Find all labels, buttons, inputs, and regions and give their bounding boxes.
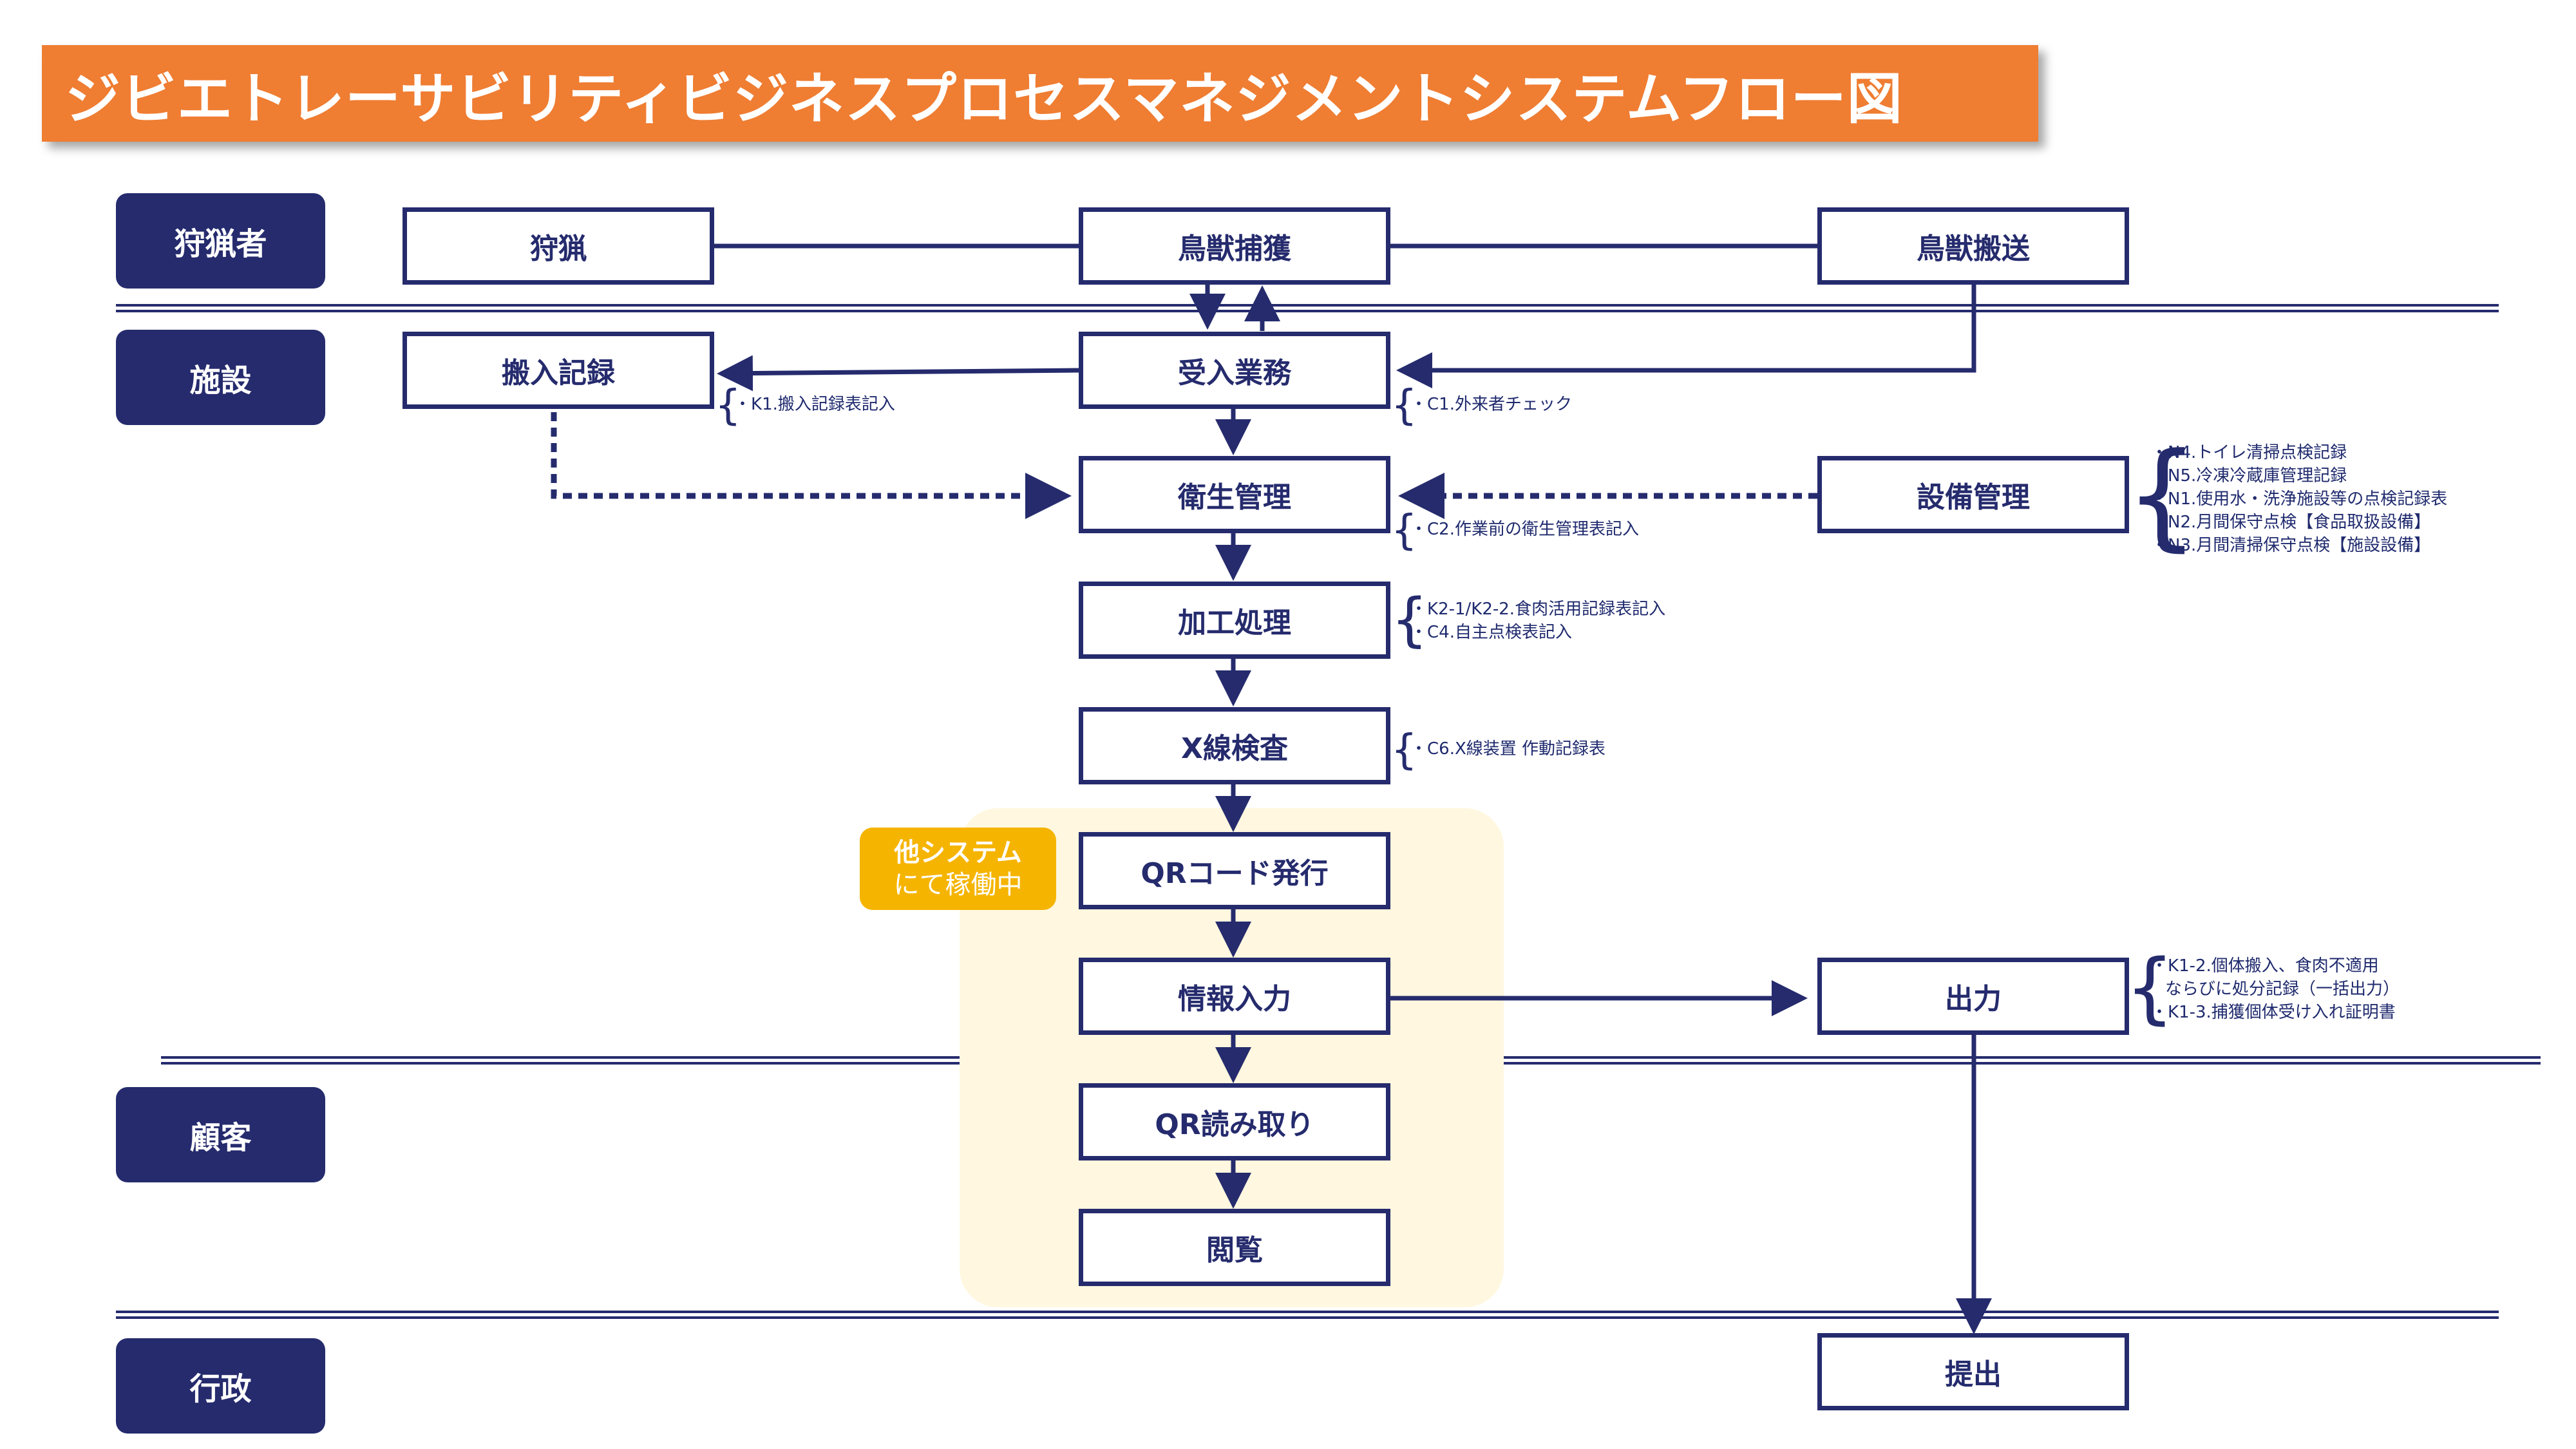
arrow-reception-intake [717, 355, 1079, 392]
lane-customer: 顧客 [116, 1087, 325, 1182]
note-item: C1.外来者チェック [1410, 393, 1572, 416]
node-view: 閲覧 [1079, 1209, 1390, 1286]
arrow-transport-reception [1396, 285, 1976, 388]
note-xray: C6.X線装置 作動記録表 [1410, 737, 1605, 761]
note-item: K1-2.個体搬入、食肉不適用 [2151, 954, 2400, 978]
lane-facility: 施設 [116, 330, 325, 425]
note-item: C4.自主点検表記入 [1410, 621, 1665, 644]
note-item: N1.使用水・洗浄施設等の点検記録表 [2151, 488, 2447, 511]
dotted-intake-hygiene [551, 412, 1072, 519]
node-qr-read: QR読み取り [1079, 1083, 1390, 1160]
note-intake: K1.搬入記録表記入 [734, 393, 895, 416]
node-output: 出力 [1817, 958, 2129, 1035]
node-capture: 鳥獣捕獲 [1079, 207, 1390, 285]
lane-government: 行政 [116, 1338, 325, 1434]
note-item: ならびに処分記録（一括出力） [2165, 980, 2400, 999]
lane-separator [116, 304, 2499, 312]
note-equipment: N4.トイレ清掃点検記録 N5.冷凍冷蔵庫管理記録 N1.使用水・洗浄施設等の点… [2151, 441, 2447, 557]
note-item: N4.トイレ清掃点検記録 [2151, 441, 2447, 464]
note-processing: K2-1/K2-2.食肉活用記録表記入 C4.自主点検表記入 [1410, 598, 1665, 644]
note-hygiene: C2.作業前の衛生管理表記入 [1410, 518, 1639, 541]
note-item: N5.冷凍冷蔵庫管理記録 [2151, 464, 2447, 488]
node-transport: 鳥獣搬送 [1817, 207, 2129, 285]
lane-separator [116, 1311, 2499, 1319]
note-item: C6.X線装置 作動記録表 [1410, 737, 1605, 761]
note-item: K1.搬入記録表記入 [734, 393, 895, 416]
node-hygiene: 衛生管理 [1079, 456, 1390, 533]
node-hunting: 狩猟 [402, 207, 714, 285]
node-xray: X線検査 [1079, 707, 1390, 784]
note-reception: C1.外来者チェック [1410, 393, 1572, 416]
node-qr-issue: QRコード発行 [1079, 832, 1390, 909]
note-output: K1-2.個体搬入、食肉不適用 ならびに処分記録（一括出力） K1-3.捕獲個体… [2151, 954, 2400, 1024]
node-equipment: 設備管理 [1817, 456, 2129, 533]
node-processing: 加工処理 [1079, 582, 1390, 659]
note-item: C2.作業前の衛生管理表記入 [1410, 518, 1639, 541]
node-intake-record: 搬入記録 [402, 332, 714, 409]
note-item: K1-3.捕獲個体受け入れ証明書 [2151, 1001, 2400, 1024]
node-submit: 提出 [1817, 1333, 2129, 1410]
badge-line1: 他システム [894, 838, 1022, 867]
note-item: K2-1/K2-2.食肉活用記録表記入 [1410, 598, 1665, 621]
node-reception: 受入業務 [1079, 332, 1390, 409]
node-info-input: 情報入力 [1079, 958, 1390, 1035]
badge-line2: にて稼働中 [893, 870, 1023, 900]
title-banner: ジビエトレーサビリティビジネスプロセスマネジメントシステムフロー図 [42, 45, 2038, 142]
diagram-title: ジビエトレーサビリティビジネスプロセスマネジメントシステムフロー図 [65, 66, 1903, 131]
note-item: N3.月間清掃保守点検【施設設備】 [2151, 534, 2447, 557]
lane-hunter: 狩猟者 [116, 193, 325, 289]
other-system-badge: 他システム にて稼働中 [860, 828, 1056, 910]
note-item: N2.月間保守点検【食品取扱設備】 [2151, 511, 2447, 534]
